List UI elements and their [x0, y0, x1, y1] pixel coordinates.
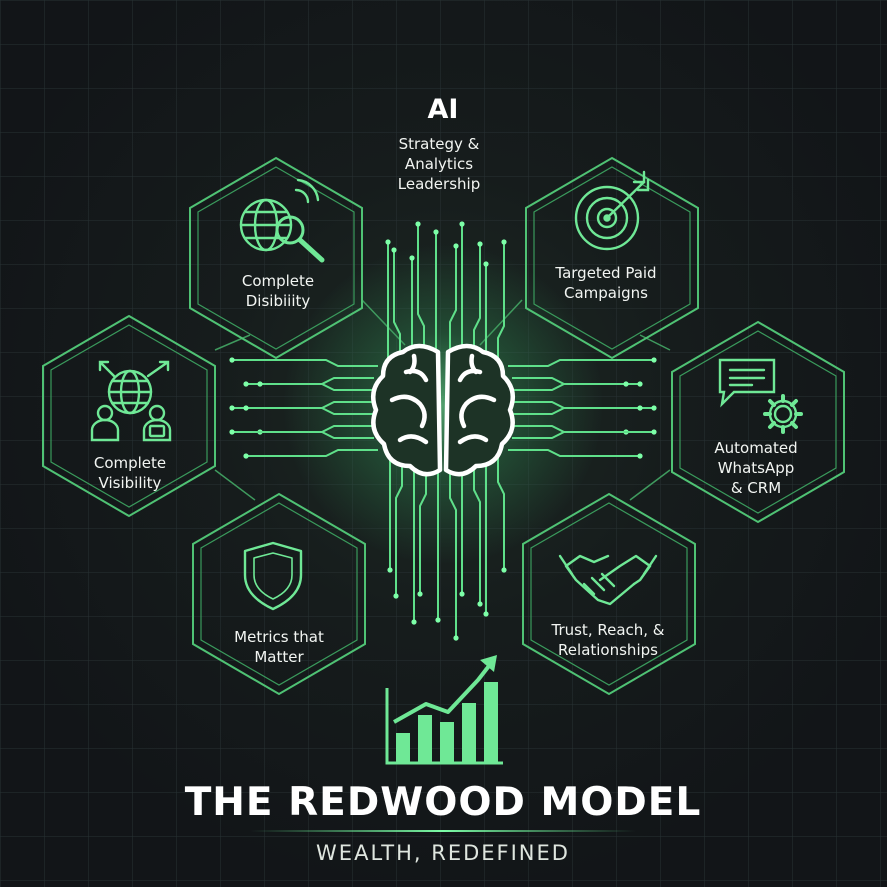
circuit-node — [415, 221, 420, 226]
circuit-node — [501, 567, 506, 572]
circuit-node — [651, 357, 656, 362]
node-label-bottom-left: Metrics that Matter — [234, 627, 324, 667]
circuit-node — [409, 255, 414, 260]
node-label-top-right: Targeted Paid Campaigns — [555, 263, 656, 303]
circuit-node — [477, 601, 482, 606]
circuit-node — [459, 591, 464, 596]
circuit-node — [243, 453, 248, 458]
tagline: WEALTH, REDEFINED — [316, 841, 570, 865]
circuit-node — [501, 239, 506, 244]
node-label-top-left: Complete Disibiiity — [242, 271, 314, 311]
title-underline — [250, 830, 636, 832]
node-label-bottom-right: Trust, Reach, & Relationships — [551, 620, 664, 660]
circuit-node — [229, 405, 234, 410]
circuit-node — [637, 381, 642, 386]
node-label-mid-right: Automated WhatsApp & CRM — [714, 438, 797, 498]
circuit-node — [393, 593, 398, 598]
circuit-node — [477, 241, 482, 246]
circuit-node — [411, 619, 416, 624]
circuit-node — [387, 567, 392, 572]
main-title: THE REDWOOD MODEL — [185, 780, 702, 825]
circuit-node — [483, 261, 488, 266]
circuit-node — [453, 635, 458, 640]
circuit-node — [459, 221, 464, 226]
circuit-node — [637, 453, 642, 458]
circuit-node — [243, 405, 248, 410]
circuit-node — [651, 405, 656, 410]
circuit-node — [623, 381, 628, 386]
circuit-node — [229, 429, 234, 434]
circuit-node — [637, 405, 642, 410]
circuit-node — [417, 591, 422, 596]
circuit-node — [385, 239, 390, 244]
circuit-node — [243, 381, 248, 386]
circuit-node — [391, 247, 396, 252]
node-label-mid-left: Complete Visibility — [94, 453, 166, 493]
circuit-node — [433, 229, 438, 234]
circuit-node — [483, 611, 488, 616]
circuit-node — [257, 381, 262, 386]
circuit-node — [453, 243, 458, 248]
circuit-node — [229, 357, 234, 362]
circuit-node — [435, 617, 440, 622]
circuit-node — [651, 429, 656, 434]
ai-subtitle: Strategy & Analytics Leadership — [398, 134, 480, 194]
ai-title: AI — [428, 95, 459, 125]
